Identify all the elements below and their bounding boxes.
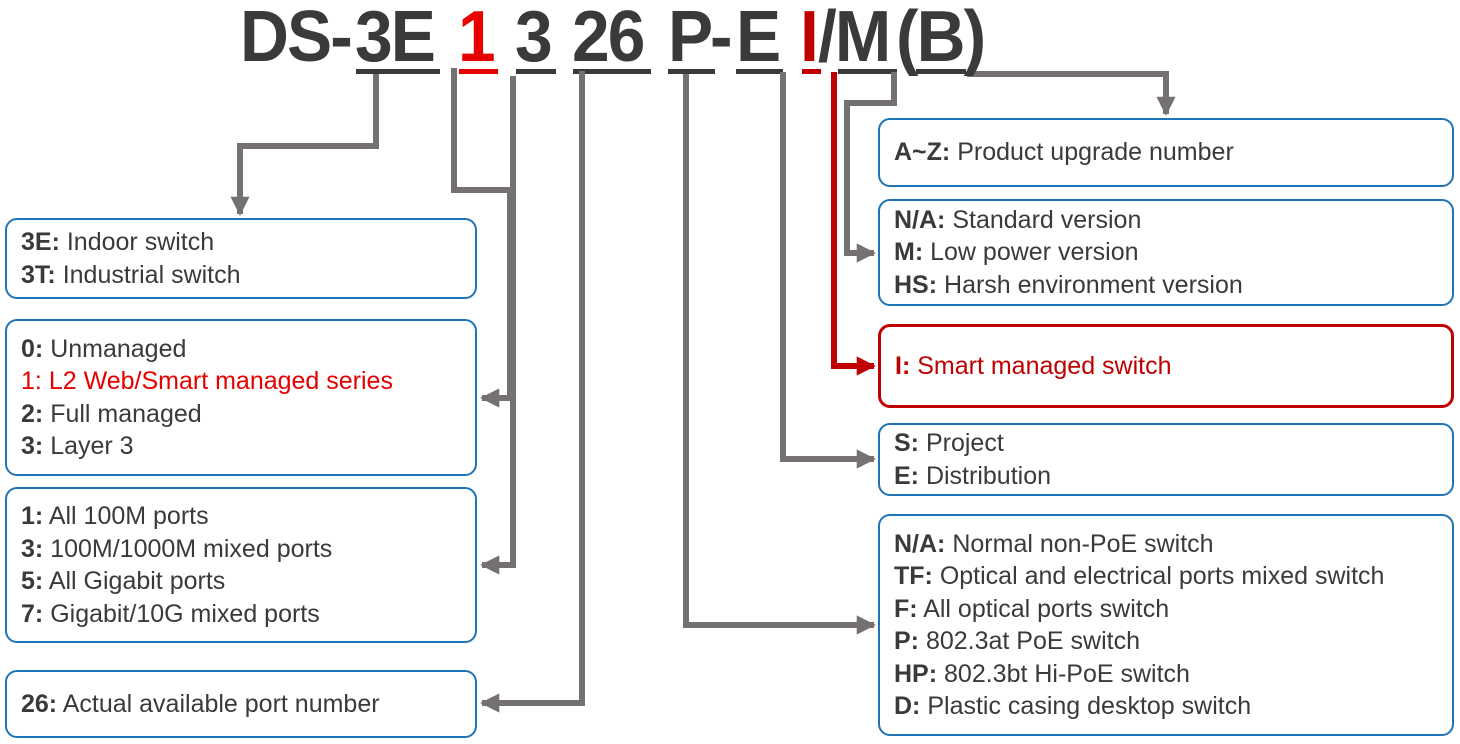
underline-3 xyxy=(516,69,556,74)
legend-line: TF: Optical and electrical ports mixed s… xyxy=(894,562,1385,590)
legend-line: D: Plastic casing desktop switch xyxy=(894,692,1252,720)
code-smart: I xyxy=(800,0,819,77)
underline-i xyxy=(802,69,821,74)
legend-line: F: All optical ports switch xyxy=(894,594,1170,623)
version-box: N/A: Standard version M: Low power versi… xyxy=(878,199,1454,306)
underline-1 xyxy=(459,69,498,74)
legend-line: N/A: Normal non-PoE switch xyxy=(894,529,1214,558)
legend-line: 2: Full managed xyxy=(21,399,202,428)
underline-e xyxy=(736,69,783,74)
legend-line: 26: Actual available port number xyxy=(21,689,380,718)
connector-3 xyxy=(480,76,516,575)
connector-p xyxy=(683,74,876,635)
port-number-box: 26: Actual available port number xyxy=(5,670,477,738)
smart-managed-box: I: Smart managed switch xyxy=(878,324,1454,408)
code-port-speed: 3 xyxy=(515,0,553,77)
legend-line: HP: 802.3bt Hi-PoE switch xyxy=(894,659,1190,688)
port-speed-box: 1: All 100M ports 3: 100M/1000M mixed po… xyxy=(5,487,477,643)
legend-line: 3E: Indoor switch xyxy=(21,228,215,256)
underline-p xyxy=(668,69,715,74)
legend-line: 7: Gigabit/10G mixed ports xyxy=(21,599,320,628)
underline-b xyxy=(916,69,966,74)
legend-line-highlighted: I: Smart managed switch xyxy=(895,351,1172,380)
legend-line: A~Z: Product upgrade number xyxy=(894,138,1234,167)
legend-line: 1: All 100M ports xyxy=(21,502,209,530)
legend-line: 5: All Gigabit ports xyxy=(21,567,226,595)
code-management: 1 xyxy=(458,0,496,77)
legend-line: 3: 100M/1000M mixed ports xyxy=(21,534,333,563)
connector-3e xyxy=(230,74,379,216)
code-series: 3E xyxy=(355,0,436,77)
code-channel: E xyxy=(736,0,781,77)
poe-box: N/A: Normal non-PoE switch TF: Optical a… xyxy=(878,514,1454,736)
legend-line: P: 802.3at PoE switch xyxy=(894,627,1140,655)
model-code-title: DS- 3E 1 3 26 P - E I /M (B) xyxy=(0,0,1460,84)
code-dash: - xyxy=(710,0,733,77)
legend-line: 0: Unmanaged xyxy=(21,334,187,363)
code-underlines xyxy=(356,69,966,74)
legend-line-highlighted: 1: L2 Web/Smart managed series xyxy=(21,367,393,395)
legend-line: E: Distribution xyxy=(894,461,1052,490)
code-upgrade: (B) xyxy=(896,0,986,77)
legend-line: 3T: Industrial switch xyxy=(21,260,241,289)
series-box: 3E: Indoor switch 3T: Industrial switch xyxy=(5,218,477,299)
underline-26 xyxy=(573,69,651,74)
legend-line: S: Project xyxy=(894,429,1004,457)
code-port-number: 26 xyxy=(572,0,645,77)
code-version: /M xyxy=(818,0,891,77)
connector-26 xyxy=(480,71,585,713)
legend-line: N/A: Standard version xyxy=(894,205,1142,234)
connector-e xyxy=(780,72,876,469)
code-poe: P xyxy=(668,0,713,77)
underline-m xyxy=(838,69,897,74)
channel-box: S: Project E: Distribution xyxy=(878,423,1454,496)
code-prefix: DS- xyxy=(240,0,353,77)
legend-line: HS: Harsh environment version xyxy=(894,270,1243,299)
connector-b xyxy=(967,71,1176,116)
legend-line: 3: Layer 3 xyxy=(21,432,134,460)
connector-m xyxy=(844,72,897,263)
upgrade-box: A~Z: Product upgrade number xyxy=(878,118,1454,187)
management-box: 0: Unmanaged 1: L2 Web/Smart managed ser… xyxy=(5,319,477,476)
connector-i xyxy=(831,72,876,376)
legend-line: M: Low power version xyxy=(894,238,1139,267)
underline-3e xyxy=(356,69,440,74)
